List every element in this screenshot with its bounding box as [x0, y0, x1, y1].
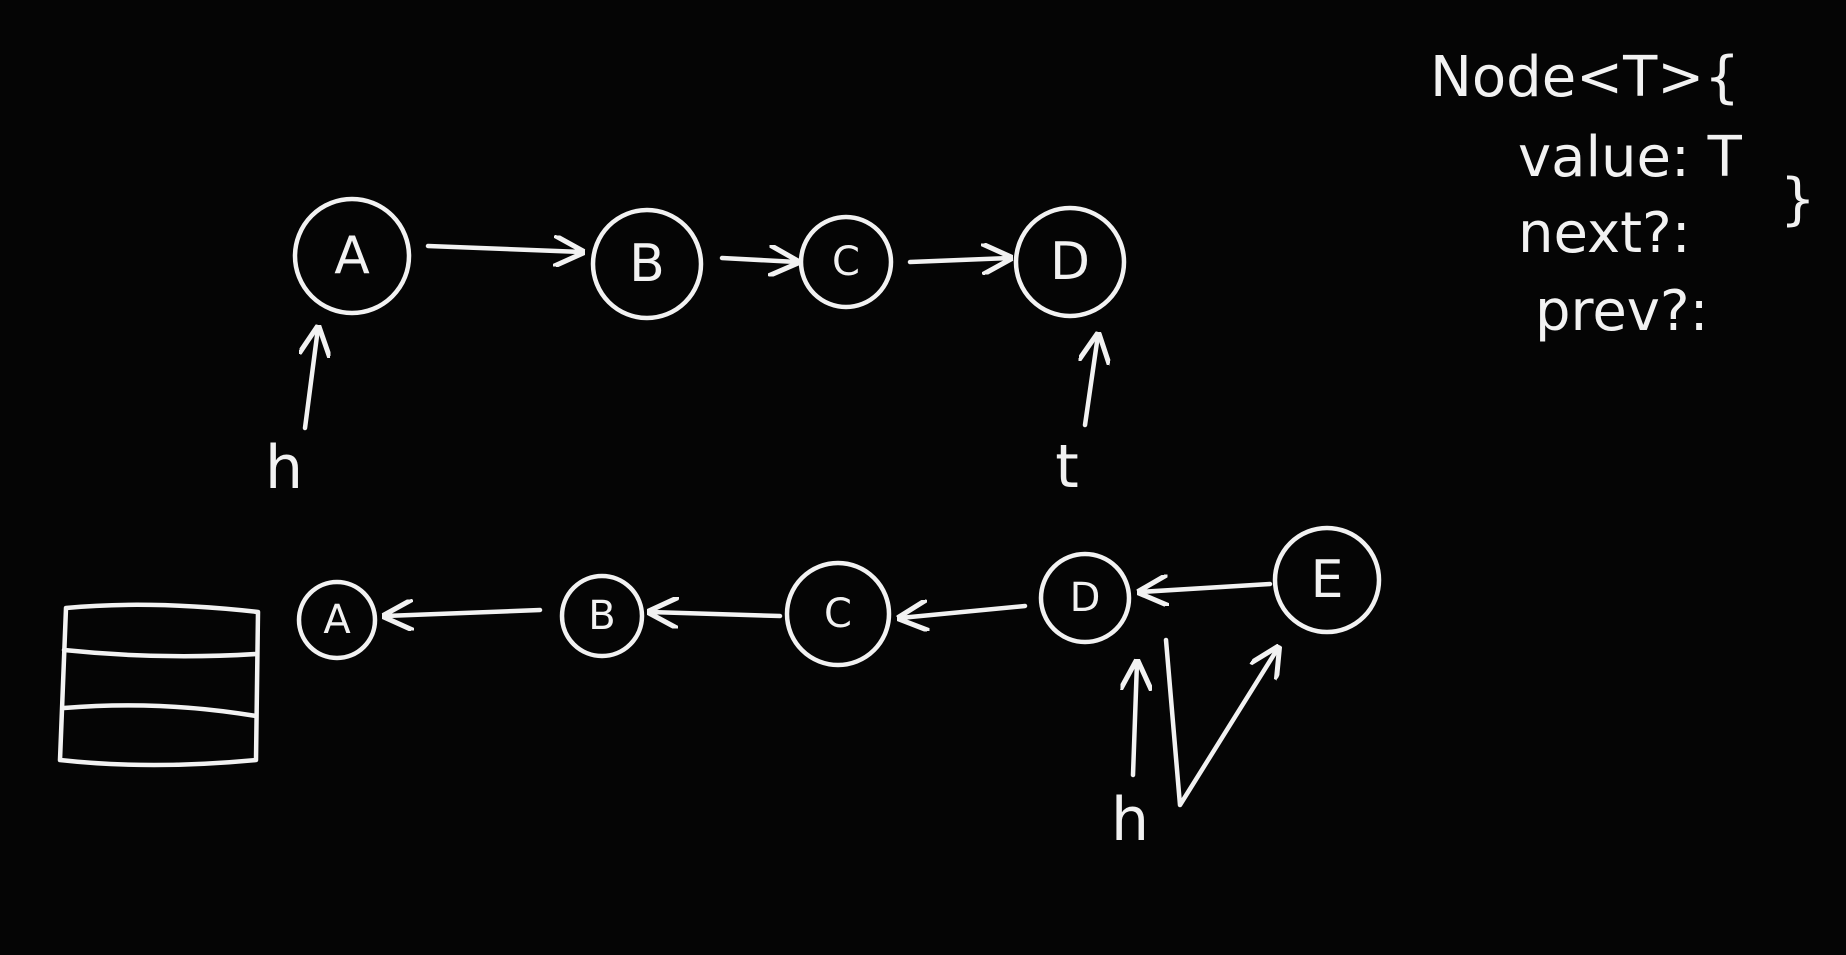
- node-label: A: [334, 226, 370, 286]
- next-arrow-c-d: [907, 258, 1010, 262]
- prev-arrow-b-a: [385, 610, 543, 616]
- head-arrow-old: [1133, 662, 1137, 778]
- node-circle: [784, 560, 892, 668]
- next-arrow-b-c: [719, 258, 797, 262]
- top-node-b: B: [590, 207, 704, 321]
- node-circle: [292, 196, 412, 316]
- top-node-d: D: [1013, 205, 1127, 319]
- node-label: D: [1070, 575, 1101, 621]
- node-circle: [1272, 525, 1382, 635]
- head-arrow: [305, 328, 318, 431]
- node-label: D: [1050, 232, 1090, 292]
- node-label: A: [323, 597, 351, 643]
- tail-arrow: [1085, 335, 1098, 428]
- type-title: Node<T>{: [1430, 45, 1740, 110]
- top-list: A B C D h t: [265, 196, 1127, 503]
- node-circle: [559, 573, 645, 659]
- node-circle: [1038, 551, 1132, 645]
- node-label: B: [588, 593, 615, 639]
- bottom-node-a: A: [296, 579, 378, 661]
- bottom-node-e: E: [1272, 525, 1382, 635]
- node-label: E: [1311, 550, 1344, 610]
- head-label: h: [1111, 785, 1149, 855]
- prev-arrow-c-b: [650, 612, 783, 616]
- bottom-node-d: D: [1038, 551, 1132, 645]
- node-label: C: [824, 591, 852, 637]
- top-node-c: C: [798, 214, 894, 310]
- node-label: B: [629, 234, 665, 294]
- bottom-list: A B C D E h: [296, 525, 1382, 855]
- prev-arrow-e-d: [1140, 584, 1273, 592]
- head-arrow-new: [1163, 637, 1278, 808]
- node-circle: [798, 214, 894, 310]
- node-label: C: [832, 239, 860, 285]
- box-divider: [61, 703, 259, 719]
- bottom-node-b: B: [559, 573, 645, 659]
- top-node-a: A: [292, 196, 412, 316]
- box-divider: [61, 647, 259, 659]
- type-field-next: next?:: [1518, 201, 1691, 266]
- node-circle: [590, 207, 704, 321]
- node-type-definition: Node<T>{ value: T next?: prev?: }: [1430, 45, 1816, 344]
- next-arrow-a-b: [425, 246, 582, 252]
- queue-box: [57, 602, 261, 768]
- type-field-prev: prev?:: [1535, 279, 1709, 344]
- node-circle: [296, 579, 378, 661]
- type-field-value: value: T: [1518, 125, 1743, 190]
- head-label: h: [265, 433, 303, 503]
- type-closing-brace: }: [1780, 167, 1816, 232]
- box-outline: [57, 602, 261, 768]
- tail-label: t: [1055, 432, 1079, 502]
- node-circle: [1013, 205, 1127, 319]
- prev-arrow-d-c: [900, 606, 1028, 618]
- bottom-node-c: C: [784, 560, 892, 668]
